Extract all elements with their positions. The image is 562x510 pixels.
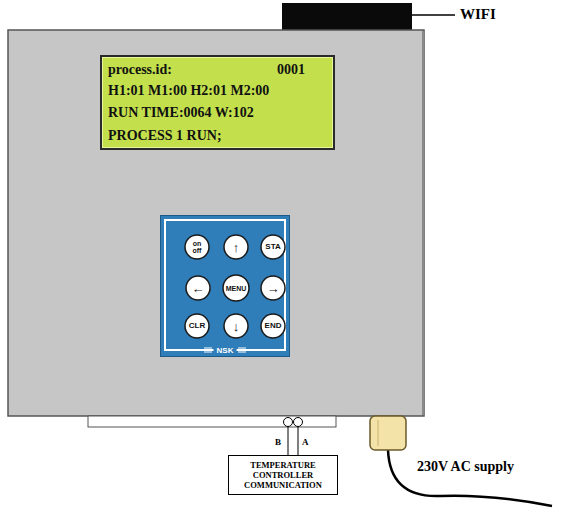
decor-line xyxy=(204,348,212,349)
pin-label: A xyxy=(302,437,309,447)
key-label: MENU xyxy=(226,285,247,292)
wire-b xyxy=(288,426,289,455)
power-key: on off xyxy=(184,234,210,260)
key-label: ↓ xyxy=(233,320,240,333)
power-cable xyxy=(388,450,552,506)
leader-line xyxy=(412,14,455,16)
right-key: → xyxy=(260,275,286,301)
plug-ridge xyxy=(378,420,379,446)
lcd-line: process.id: xyxy=(108,62,172,78)
lcd-screen: process.id: 0001H1:01 M1:00 H2:01 M2:00RU… xyxy=(100,55,335,150)
key-outline xyxy=(186,276,210,300)
key-label: CLR xyxy=(189,322,205,330)
device-housing xyxy=(8,30,424,416)
key-label: ↑ xyxy=(233,241,240,254)
lcd-line: H1:01 M1:00 H2:01 M2:00 xyxy=(108,83,269,99)
key-label: ← xyxy=(192,282,205,295)
key-outline xyxy=(185,314,209,338)
key-label: → xyxy=(267,282,280,295)
box-label: TEMPERATURE CONTROLLER COMMUNICATION xyxy=(232,460,334,490)
key-outline xyxy=(185,235,209,259)
clear-key: CLR xyxy=(184,313,210,339)
key-outline xyxy=(261,276,285,300)
lcd-line: RUN TIME:0064 W:102 xyxy=(108,105,254,121)
lcd-line: PROCESS 1 RUN; xyxy=(108,128,222,144)
key-outline xyxy=(224,235,248,259)
brand-text: NSK xyxy=(214,346,237,356)
down-key: ↓ xyxy=(223,313,249,339)
keypad: NSK on off ↑ STA ← MENU → CLR ↓ END xyxy=(160,215,290,357)
left-key: ← xyxy=(185,275,211,301)
keypad-border xyxy=(165,220,285,350)
housing-shadow xyxy=(422,31,424,415)
key-outline xyxy=(261,235,285,259)
end-key: END xyxy=(260,313,286,339)
lcd-line: 0001 xyxy=(277,62,305,78)
wifi-label: WIFI xyxy=(460,6,496,23)
pin-label: B xyxy=(275,437,281,447)
terminal-a xyxy=(294,418,303,427)
key-outline xyxy=(261,314,285,338)
decor-line xyxy=(204,352,212,353)
communication-box: TEMPERATURE CONTROLLER COMMUNICATION xyxy=(228,455,338,495)
key-outline xyxy=(224,314,248,338)
bottom-plate xyxy=(88,416,336,427)
up-key: ↑ xyxy=(223,234,249,260)
cable-plug xyxy=(370,416,406,450)
start-key: STA xyxy=(260,234,286,260)
key-label: STA xyxy=(265,243,280,251)
menu-key: MENU xyxy=(222,274,250,302)
wire-a xyxy=(298,426,299,455)
wifi-module xyxy=(282,3,412,30)
decor-line xyxy=(238,352,246,353)
supply-label: 230V AC supply xyxy=(417,459,514,475)
key-label: END xyxy=(265,322,282,330)
decor-line xyxy=(238,348,246,349)
key-outline xyxy=(223,275,249,301)
key-label: on off xyxy=(190,240,204,254)
terminal-b xyxy=(284,418,293,427)
